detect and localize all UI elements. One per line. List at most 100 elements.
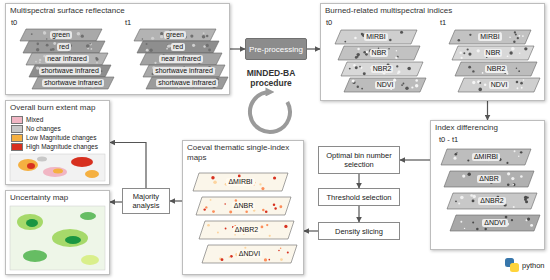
image-sheet xyxy=(202,245,297,263)
texture-dot xyxy=(477,49,480,52)
map-ground xyxy=(10,154,105,181)
texture-dot xyxy=(478,88,482,92)
flow-arrow xyxy=(304,230,318,231)
texture-dot xyxy=(146,43,148,45)
texture-dot xyxy=(467,159,469,161)
texture-dot xyxy=(96,62,98,64)
texture-dot xyxy=(521,87,523,89)
texture-dot xyxy=(513,40,515,42)
texture-dot xyxy=(363,51,366,54)
legend-swatch xyxy=(11,125,23,133)
texture-dot xyxy=(261,226,264,229)
texture-dot xyxy=(460,196,464,200)
texture-dot xyxy=(90,48,92,50)
layer-label: NBR xyxy=(484,49,503,57)
panel-title: Coeval thematic single-index maps xyxy=(187,143,299,162)
texture-dot xyxy=(518,156,520,158)
legend-swatch xyxy=(11,143,23,151)
texture-dot xyxy=(517,87,519,89)
layer-label: near infrared xyxy=(45,55,89,63)
texture-dot xyxy=(205,206,207,208)
texture-dot xyxy=(244,247,246,249)
texture-dot xyxy=(217,231,219,233)
texture-dot xyxy=(484,84,487,87)
texture-dot xyxy=(355,66,358,69)
image-layer: NDVI xyxy=(458,78,540,92)
layer-label: green xyxy=(50,31,72,39)
layer-label: near infrared xyxy=(159,55,203,63)
texture-dot xyxy=(221,258,224,261)
texture-dot xyxy=(208,49,211,52)
texture-dot xyxy=(353,64,355,66)
texture-dot xyxy=(43,31,46,34)
legend-label: High Magnitude changes xyxy=(26,143,98,151)
legend: MixedNo changesLow Magnitude changesHigh… xyxy=(11,115,98,151)
image-sheet xyxy=(134,29,216,41)
texture-dot xyxy=(81,35,84,38)
legend-row: No changes xyxy=(11,124,98,133)
texture-dot xyxy=(396,65,398,67)
image-sheet xyxy=(137,41,219,53)
texture-dot xyxy=(151,37,154,40)
layer-label: NDVI xyxy=(489,81,510,89)
texture-dot xyxy=(405,86,408,89)
image-sheet xyxy=(447,193,537,209)
texture-dot xyxy=(90,43,92,45)
texture-dot xyxy=(212,210,215,213)
panel: Coeval thematic single-index mapsΔMIRBIΔ… xyxy=(182,140,304,275)
texture-dot xyxy=(363,72,366,75)
image-layer: ΔNDVI xyxy=(202,245,297,263)
box-label: Pre-processing xyxy=(249,45,303,54)
texture-dot xyxy=(396,50,397,51)
annotation-label: t1 xyxy=(440,18,446,27)
flow-arrow xyxy=(307,48,320,49)
texture-dot xyxy=(415,79,418,82)
map-patch xyxy=(27,163,35,169)
texture-dot xyxy=(520,151,522,153)
label-holder: t1 xyxy=(125,18,131,27)
image-sheet xyxy=(23,41,105,53)
texture-dot xyxy=(506,162,508,164)
texture-dot xyxy=(527,218,530,221)
image-layer: ΔNBR xyxy=(444,171,534,187)
texture-dot xyxy=(352,79,355,82)
texture-dot xyxy=(389,39,392,42)
texture-dot xyxy=(160,32,163,35)
texture-dot xyxy=(468,173,471,176)
texture-dot xyxy=(513,206,515,208)
box-label: Majority analysis xyxy=(126,192,166,210)
texture-dot xyxy=(460,221,462,223)
texture-dot xyxy=(523,79,524,80)
texture-dot xyxy=(356,53,359,56)
panel: Overall burn extent mapMixedNo changesLo… xyxy=(5,100,110,185)
image-layer: NBR2 xyxy=(455,62,537,76)
texture-dot xyxy=(464,228,465,229)
texture-dot xyxy=(273,204,275,206)
texture-dot xyxy=(262,209,265,212)
map-patch xyxy=(80,212,96,220)
image-layer: shortwave infrared xyxy=(143,65,225,77)
texture-dot xyxy=(39,59,41,61)
image-sheet xyxy=(444,171,534,187)
process-box: Pre-processing xyxy=(245,38,307,60)
panel-title: Multispectral surface reflectance xyxy=(10,6,225,16)
box-label: Threshold selection xyxy=(326,193,391,202)
texture-dot xyxy=(507,55,509,57)
texture-dot xyxy=(354,37,357,40)
texture-dot xyxy=(470,194,473,197)
texture-dot xyxy=(361,88,363,90)
texture-dot xyxy=(468,66,471,69)
label-holder: t0 xyxy=(11,18,17,27)
annotation-label: t0 xyxy=(326,18,332,27)
label-holder: t0 - t1 xyxy=(439,135,458,144)
legend-row: High Magnitude changes xyxy=(11,142,98,151)
texture-dot xyxy=(473,195,476,198)
texture-dot xyxy=(245,210,248,213)
legend-label: Low Magnitude changes xyxy=(26,134,96,142)
image-layer: shortwave infrared xyxy=(32,77,114,89)
image-sheet xyxy=(450,215,540,231)
image-layer: NBR2 xyxy=(341,62,423,76)
image-layer: near infrared xyxy=(140,53,222,65)
texture-dot xyxy=(96,58,99,61)
texture-dot xyxy=(259,183,261,185)
